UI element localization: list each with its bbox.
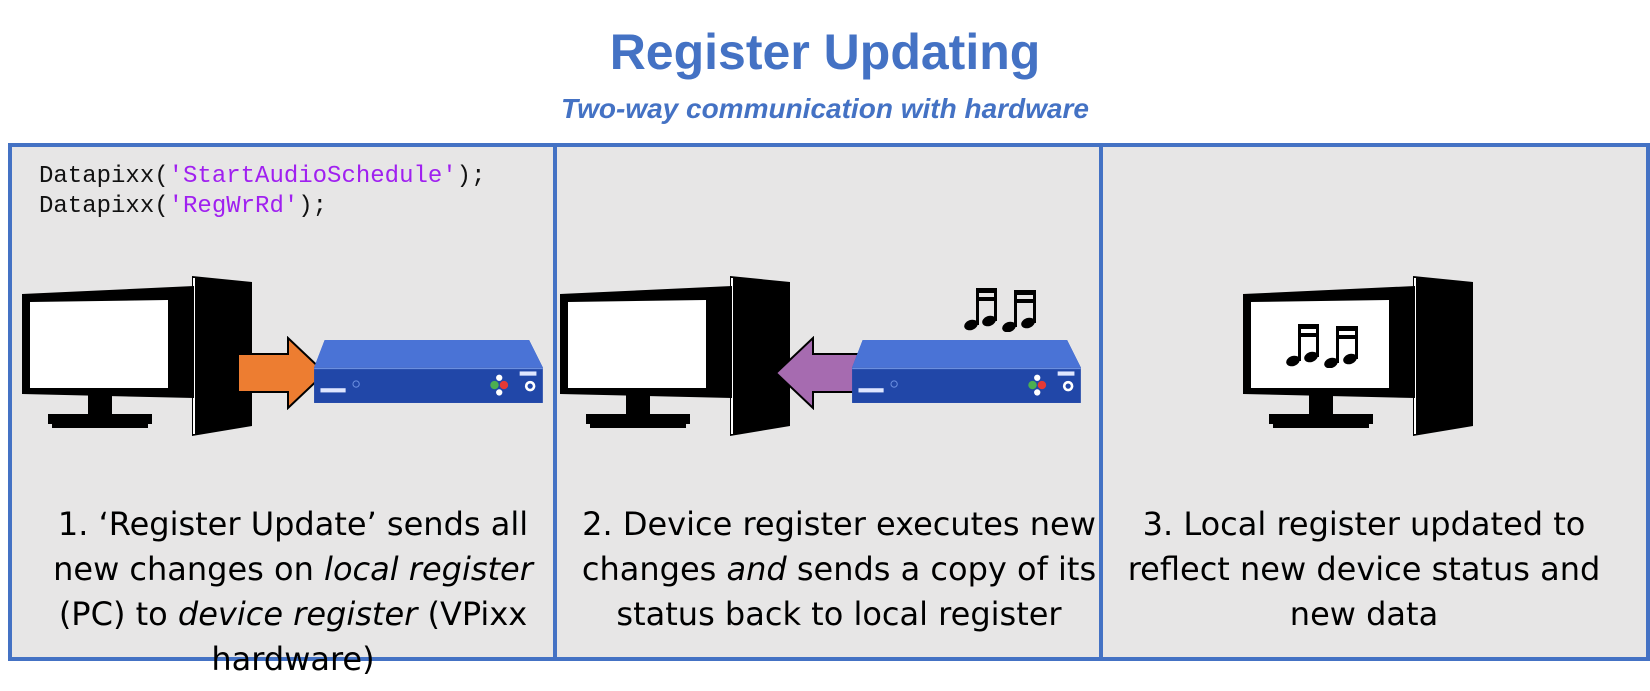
caption-text: and xyxy=(726,550,787,588)
caption-text: (PC) to xyxy=(58,595,178,633)
music-notes-icon xyxy=(962,286,1042,332)
code-arg-1: 'StartAudioSchedule' xyxy=(168,163,457,190)
panel-divider-2 xyxy=(1099,143,1103,661)
computer-icon xyxy=(22,272,262,447)
computer-icon xyxy=(560,272,800,447)
page-subtitle: Two-way communication with hardware xyxy=(561,93,1089,124)
page-title: Register Updating xyxy=(609,24,1041,80)
code-snippet: Datapixx('StartAudioSchedule'); Datapixx… xyxy=(39,162,485,222)
caption-text: local register xyxy=(324,550,533,588)
caption-text: device register xyxy=(177,595,418,633)
panel-divider-1 xyxy=(553,143,557,661)
caption-text: 1. ‘Register Update’ sends all new chang… xyxy=(53,505,529,588)
step-3-caption: 3. Local register updated to reflect new… xyxy=(1094,502,1634,637)
music-notes-icon xyxy=(1284,322,1364,368)
step-1-caption: 1. ‘Register Update’ sends all new chang… xyxy=(23,502,563,682)
vpixx-device-icon xyxy=(314,340,545,405)
code-line-2: Datapixx('RegWrRd'); xyxy=(39,193,328,220)
caption-text: (VPixx hardware) xyxy=(211,595,528,678)
code-arg-2: 'RegWrRd' xyxy=(168,193,299,220)
panel-frame xyxy=(8,143,1650,661)
code-line-1: Datapixx('StartAudioSchedule'); xyxy=(39,163,486,190)
caption-text: 2. Device register executes new changes xyxy=(581,505,1096,588)
step-2-caption: 2. Device register executes new changes … xyxy=(569,502,1109,637)
vpixx-device-icon xyxy=(852,340,1083,405)
caption-text: sends a copy of its status back to local… xyxy=(616,550,1097,633)
caption-text: 3. Local register updated to reflect new… xyxy=(1127,505,1601,633)
send-arrow-icon xyxy=(237,336,327,410)
